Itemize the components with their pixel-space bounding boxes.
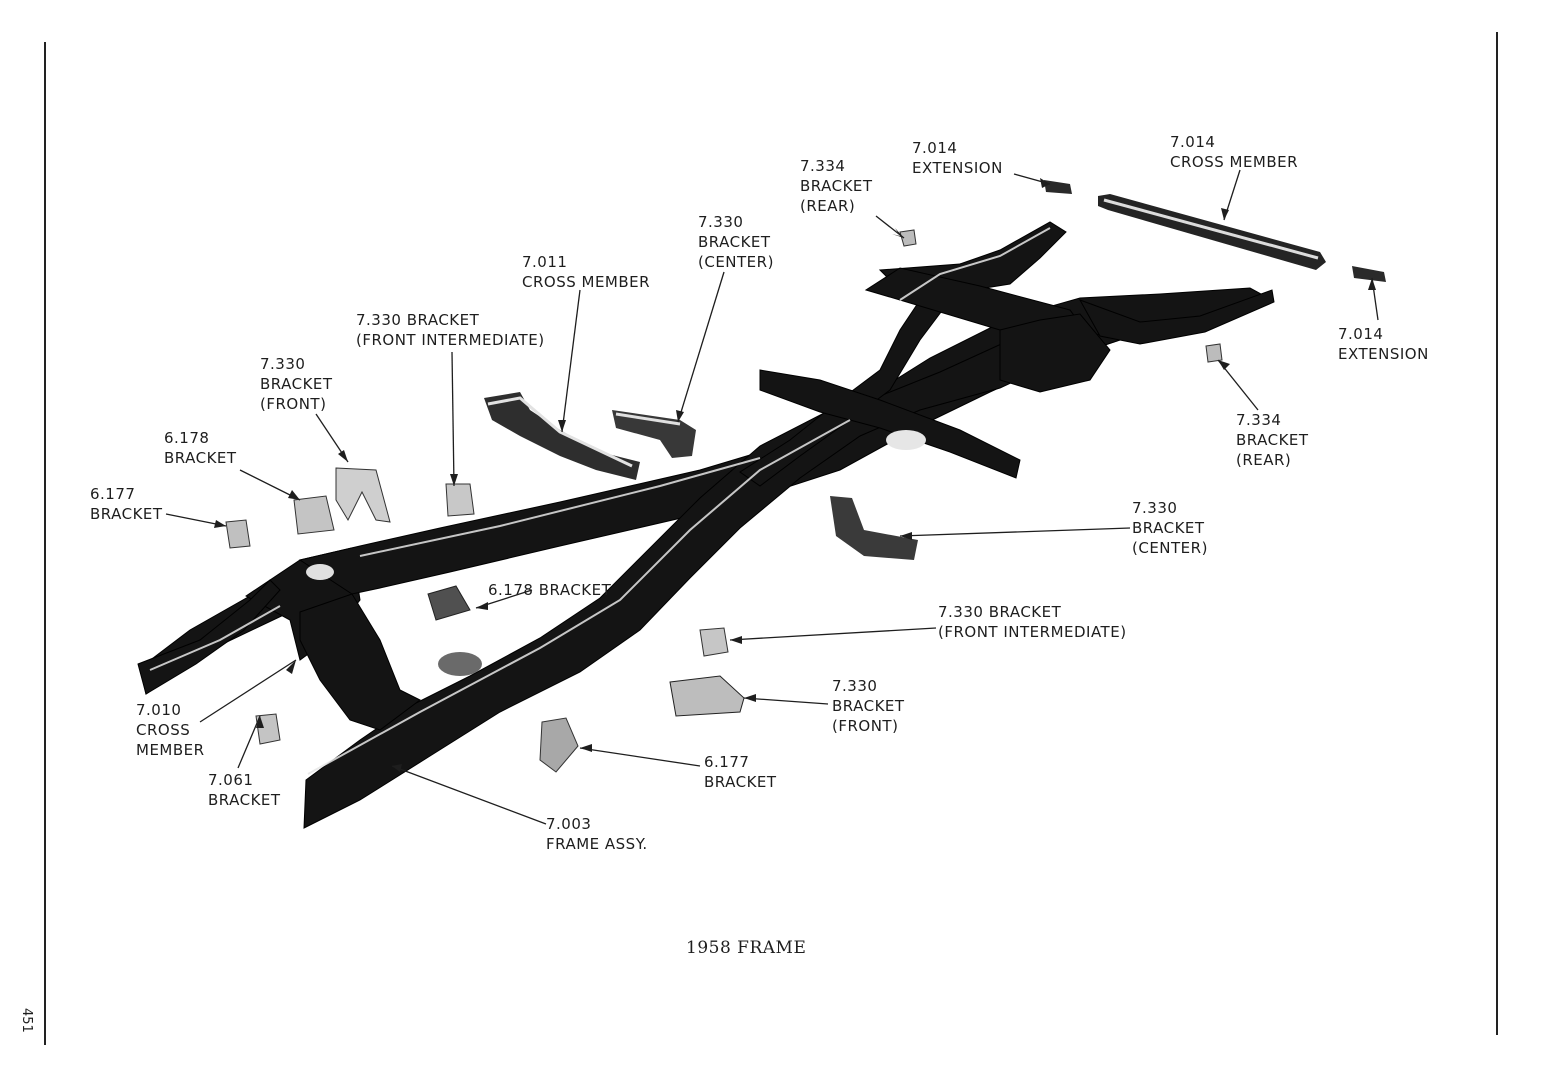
bracket-fi-right-7330 [699, 627, 729, 657]
figure-caption: 1958 FRAME [686, 938, 807, 958]
frame-assembly [137, 221, 1275, 829]
bracket-front-left-7330 [335, 467, 391, 523]
frame-highlights [149, 227, 1051, 775]
leader-lines [165, 169, 1379, 825]
frame-hole [886, 430, 926, 450]
bracket-6178-center [427, 585, 471, 621]
page-number: 451 [19, 1008, 34, 1033]
bracket-7061 [255, 713, 281, 745]
bracket-fi-left-7330 [445, 483, 475, 517]
frame-hole [306, 564, 334, 580]
rear-cross-member-7014 [1098, 194, 1326, 270]
extension-right-7014 [1352, 266, 1386, 282]
label-bracket-front-intermediate-left: 7.330 BRACKET(FRONT INTERMEDIATE) [356, 311, 545, 349]
bracket-6177-right [539, 717, 579, 773]
leader-arrowheads [214, 178, 1376, 772]
bracket-rear-left-7334 [899, 229, 917, 247]
extension-left-7014 [1044, 180, 1072, 194]
frame-hole [438, 652, 482, 676]
bracket-6177-left [225, 519, 251, 549]
bracket-rear-right-7334 [1205, 343, 1223, 363]
bracket-6178-left [293, 495, 335, 535]
cross-member-7011 [484, 392, 640, 480]
label-bracket-6178-center: 6.178 BRACKET [488, 581, 612, 599]
bracket-center-left-7330 [612, 410, 696, 458]
bracket-center-right-7330 [830, 496, 918, 560]
bracket-front-right-7330 [669, 675, 745, 717]
label-bracket-front-intermediate-right: 7.330 BRACKET(FRONT INTERMEDIATE) [938, 603, 1127, 641]
